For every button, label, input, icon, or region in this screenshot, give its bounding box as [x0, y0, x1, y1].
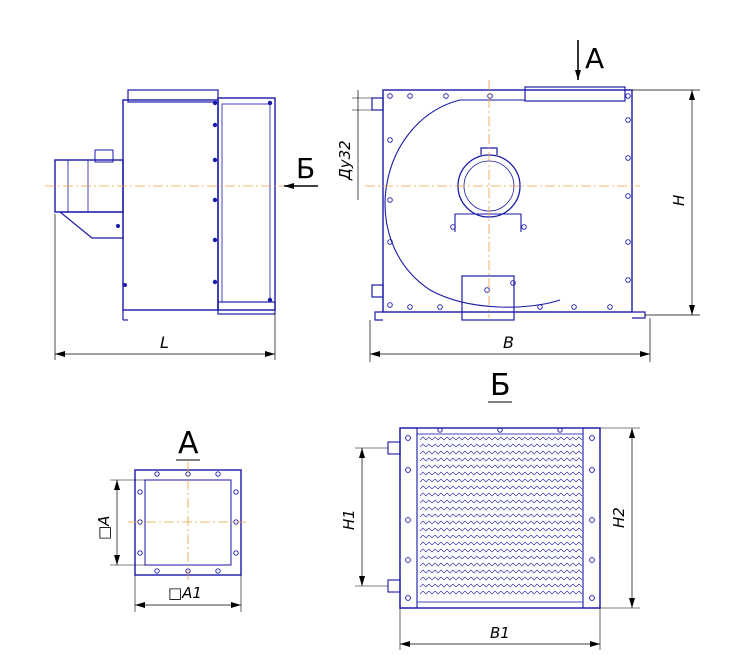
fin-row [419, 555, 583, 560]
fin-row [419, 513, 583, 518]
dim-l-label: L [160, 333, 169, 352]
front-view: A Ду32 H B [336, 40, 700, 362]
dim-square-a1-label: □A1 [168, 584, 202, 602]
dim-b-label: B [503, 333, 514, 352]
fin-row [419, 492, 583, 497]
fin-row [419, 527, 583, 532]
fin-row [419, 464, 583, 469]
fin-row [419, 471, 583, 476]
view-b: Б H1 H2 B1 [340, 368, 640, 650]
fin-row [419, 478, 583, 483]
view-a-arrow-label: A [585, 42, 604, 75]
section-b-arrow-label: Б [296, 152, 315, 185]
dim-square-a-label: □A [95, 516, 113, 540]
fin-row [419, 562, 583, 567]
dim-h1-label: H1 [340, 509, 358, 530]
fin-row [419, 499, 583, 504]
fin-row [419, 457, 583, 462]
dim-b1-label: B1 [490, 624, 510, 642]
fin-row [419, 541, 583, 546]
dim-h2-label: H2 [610, 507, 628, 528]
fin-row [419, 520, 583, 525]
coil-fins [419, 436, 583, 595]
fin-row [419, 485, 583, 490]
view-a: A □A □A1 [95, 426, 248, 612]
fin-row [419, 506, 583, 511]
fin-row [419, 534, 583, 539]
fin-row [419, 576, 583, 581]
side-view: Б L [45, 89, 318, 360]
fin-row [419, 450, 583, 455]
fin-row [419, 590, 583, 595]
view-a-title: A [178, 426, 199, 461]
dim-h-label: H [670, 195, 688, 206]
fin-row [419, 569, 583, 574]
fin-row [419, 436, 583, 441]
fin-row [419, 583, 583, 588]
dim-pipe-label: Ду32 [336, 140, 354, 181]
fin-row [419, 443, 583, 448]
view-b-title: Б [490, 368, 511, 403]
fin-row [419, 548, 583, 553]
